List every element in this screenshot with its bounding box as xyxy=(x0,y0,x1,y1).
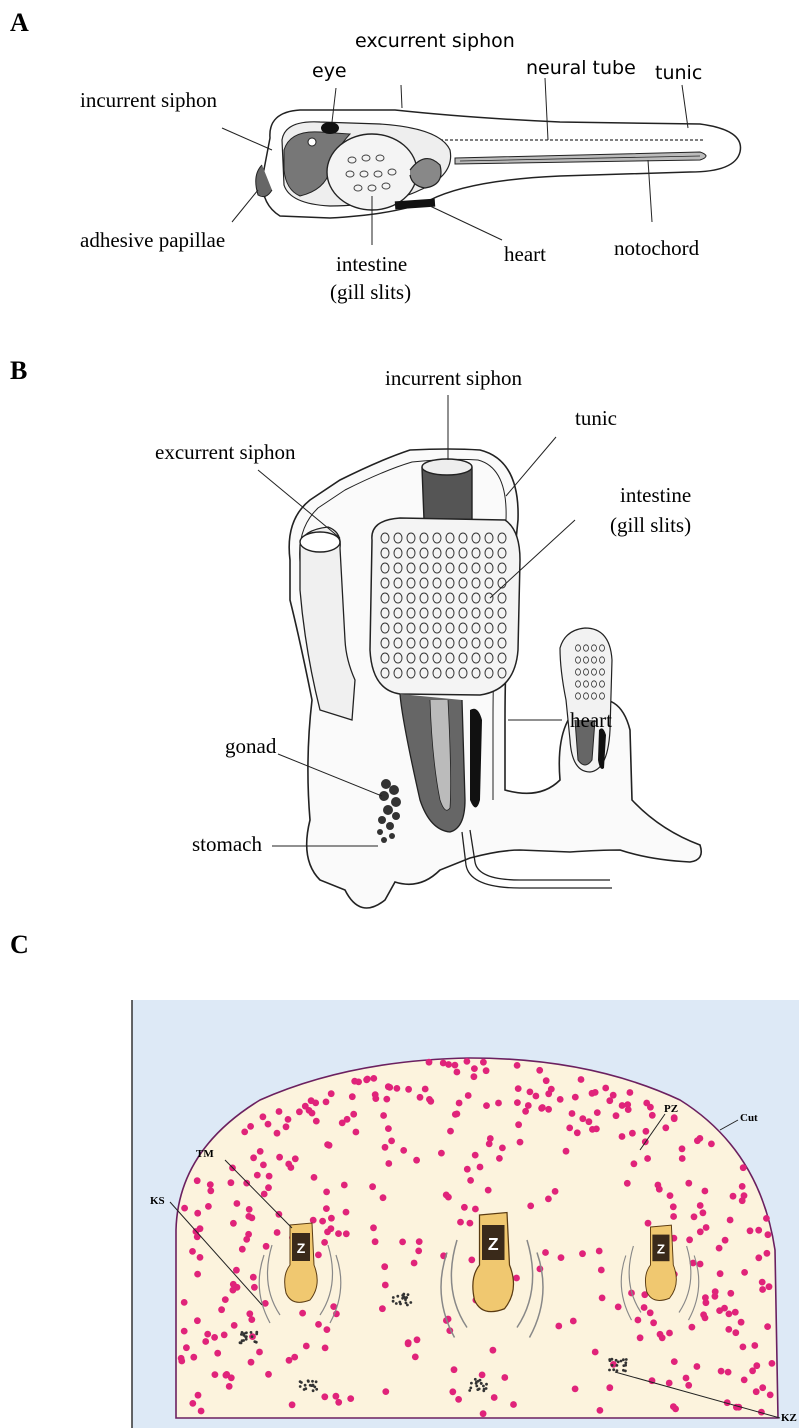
panel-b-label-stomach: stomach xyxy=(192,832,262,857)
svg-text:Z: Z xyxy=(657,1242,665,1257)
panel-a-label-gill-slits: (gill slits) xyxy=(330,280,411,305)
panel-b-label-tunic: tunic xyxy=(575,406,617,431)
panel-b-label-gill-slits: (gill slits) xyxy=(610,513,691,538)
panel-b-label-intestine: intestine xyxy=(620,483,691,508)
pigment-dots xyxy=(178,1058,776,1417)
zooid: Z xyxy=(441,1213,543,1338)
panel-b-label-excurrent-siphon: excurrent siphon xyxy=(155,440,296,465)
panel-a-label-eye: eye xyxy=(312,60,347,82)
zooid: Z xyxy=(259,1223,341,1323)
panel-c-label-ks: KS xyxy=(150,1195,165,1207)
colony-body xyxy=(176,1058,778,1418)
panel-c-label-kz: KZ xyxy=(781,1412,797,1424)
svg-text:Z: Z xyxy=(297,1240,306,1256)
svg-text:Z: Z xyxy=(488,1234,499,1254)
panel-a-label-excurrent-siphon: excurrent siphon xyxy=(355,30,515,52)
panel-a-label-adhesive-papillae: adhesive papillae xyxy=(80,228,225,253)
panel-c-letter: C xyxy=(10,930,29,960)
panel-c-label-tm: TM xyxy=(196,1148,214,1160)
panel-b-label-heart: heart xyxy=(570,708,612,733)
panel-b-label-incurrent-siphon: incurrent siphon xyxy=(385,366,522,391)
panel-a-label-intestine: intestine xyxy=(336,252,407,277)
panel-b-letter: B xyxy=(10,356,27,386)
panel-a-label-incurrent-siphon: incurrent siphon xyxy=(80,88,217,113)
panel-b-label-gonad: gonad xyxy=(225,734,276,759)
panel-c-label-cut: Cut xyxy=(740,1112,758,1124)
panel-c-background xyxy=(132,1000,799,1428)
panel-c-label-pz: PZ xyxy=(664,1103,678,1115)
panel-a-label-heart: heart xyxy=(504,242,546,267)
panel-a-label-notochord: notochord xyxy=(614,236,699,261)
panel-a-label-neural-tube: neural tube xyxy=(526,57,636,79)
zooid: Z xyxy=(621,1225,699,1320)
panel-a-label-tunic: tunic xyxy=(655,62,702,84)
